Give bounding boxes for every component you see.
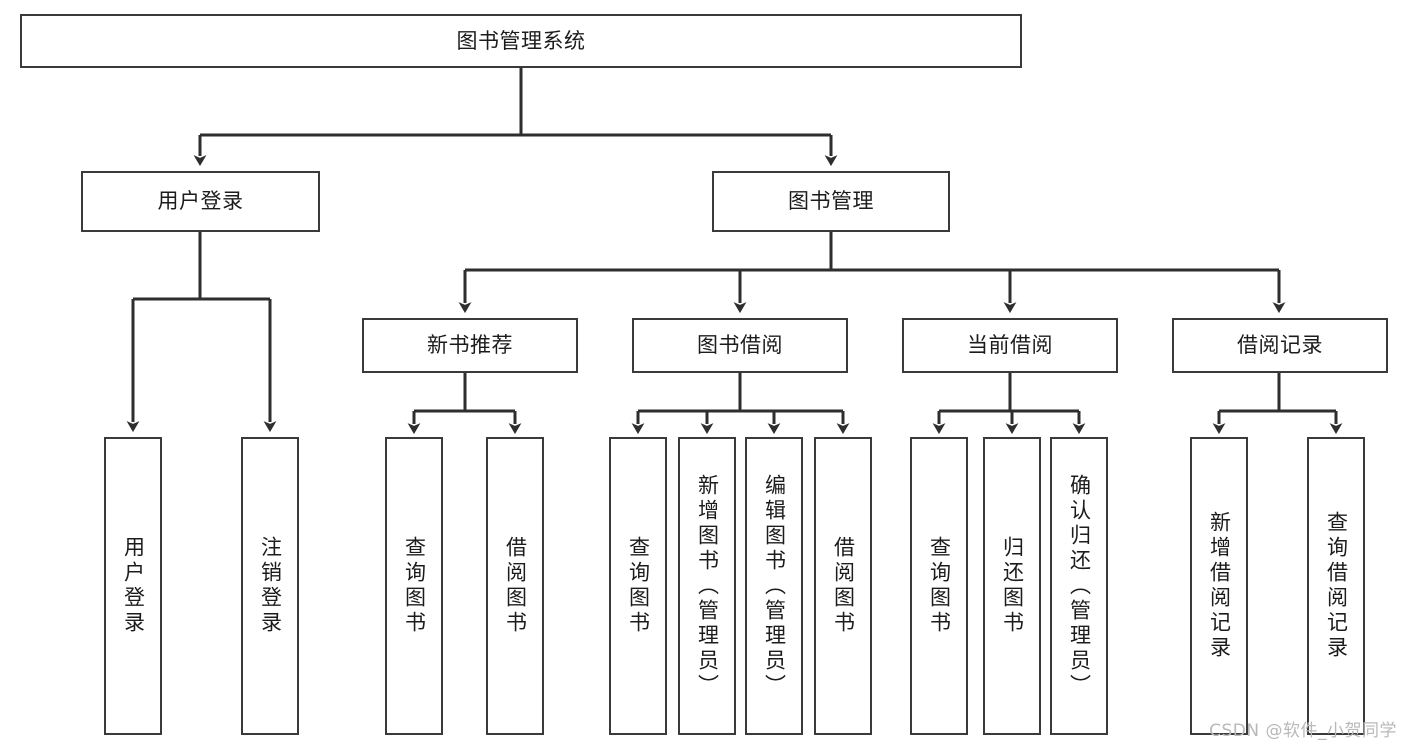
node-book-management[interactable]: 图书管理 [712, 171, 950, 232]
node-new-book-recommend[interactable]: 新书推荐 [362, 318, 578, 373]
leaf-return-book[interactable]: 归还图书 [983, 437, 1041, 735]
node-current-borrow[interactable]: 当前借阅 [902, 318, 1118, 373]
node-borrow-records[interactable]: 借阅记录 [1172, 318, 1388, 373]
leaf-query-book-3[interactable]: 查询图书 [910, 437, 968, 735]
leaf-logout-label: 注销登录 [258, 536, 283, 636]
leaf-query-book-3-label: 查询图书 [927, 536, 952, 636]
leaf-add-book[interactable]: 新增图书（管理员） [678, 437, 736, 735]
leaf-query-book-2-label: 查询图书 [626, 536, 651, 636]
leaf-add-record[interactable]: 新增借阅记录 [1190, 437, 1248, 735]
leaf-borrow-book-1[interactable]: 借阅图书 [486, 437, 544, 735]
leaf-add-book-label: 新增图书（管理员） [695, 473, 720, 699]
node-root[interactable]: 图书管理系统 [20, 14, 1022, 68]
leaf-logout[interactable]: 注销登录 [241, 437, 299, 735]
leaf-query-record-label: 查询借阅记录 [1324, 511, 1349, 661]
leaf-edit-book-label: 编辑图书（管理员） [762, 473, 787, 699]
leaf-add-record-label: 新增借阅记录 [1207, 511, 1232, 661]
node-root-label: 图书管理系统 [456, 28, 586, 53]
leaf-confirm-return-label: 确认归还（管理员） [1067, 473, 1092, 699]
node-user-login-label: 用户登录 [157, 189, 244, 214]
leaf-query-book-2[interactable]: 查询图书 [609, 437, 667, 735]
leaf-query-book-1-label: 查询图书 [402, 536, 427, 636]
leaf-borrow-book-2-label: 借阅图书 [831, 536, 856, 636]
node-book-borrow[interactable]: 图书借阅 [632, 318, 848, 373]
leaf-query-record[interactable]: 查询借阅记录 [1307, 437, 1365, 735]
leaf-return-book-label: 归还图书 [1000, 536, 1025, 636]
node-new-book-recommend-label: 新书推荐 [427, 333, 513, 358]
leaf-borrow-book-2[interactable]: 借阅图书 [814, 437, 872, 735]
node-current-borrow-label: 当前借阅 [967, 333, 1053, 358]
node-book-borrow-label: 图书借阅 [697, 333, 783, 358]
node-borrow-records-label: 借阅记录 [1237, 333, 1323, 358]
leaf-user-login-label: 用户登录 [121, 536, 146, 636]
csdn-watermark: CSDN @软件_小贺同学 [1209, 721, 1397, 741]
leaf-confirm-return[interactable]: 确认归还（管理员） [1050, 437, 1108, 735]
leaf-query-book-1[interactable]: 查询图书 [385, 437, 443, 735]
leaf-edit-book[interactable]: 编辑图书（管理员） [745, 437, 803, 735]
node-user-login[interactable]: 用户登录 [81, 171, 320, 232]
leaf-user-login[interactable]: 用户登录 [104, 437, 162, 735]
leaf-borrow-book-1-label: 借阅图书 [503, 536, 528, 636]
node-book-management-label: 图书管理 [788, 189, 874, 214]
